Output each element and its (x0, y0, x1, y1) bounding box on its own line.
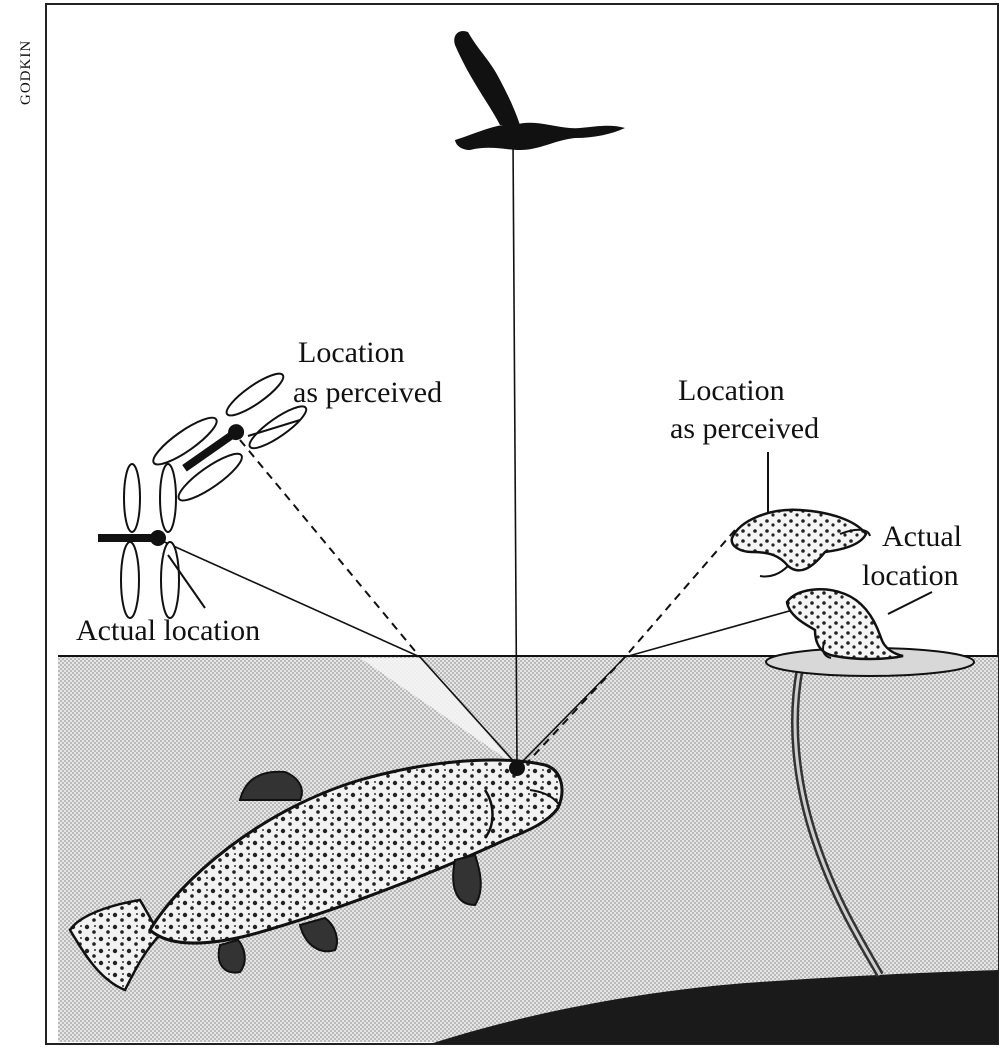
trout-eye (509, 760, 525, 776)
frog-actual-label-line1: Actual (882, 520, 962, 553)
frog-perceived-label-line1: Location (678, 374, 785, 407)
frog-perceived-label-line2: as perceived (670, 412, 819, 445)
dragonfly-perceived-label-line1: Location (298, 336, 405, 369)
credit-text: GODKIN (18, 40, 34, 105)
dragonfly-perceived-label-line2: as perceived (293, 376, 442, 409)
dragonfly-actual-label: Actual location (76, 614, 260, 647)
frog-actual-label-line2: location (862, 559, 959, 592)
